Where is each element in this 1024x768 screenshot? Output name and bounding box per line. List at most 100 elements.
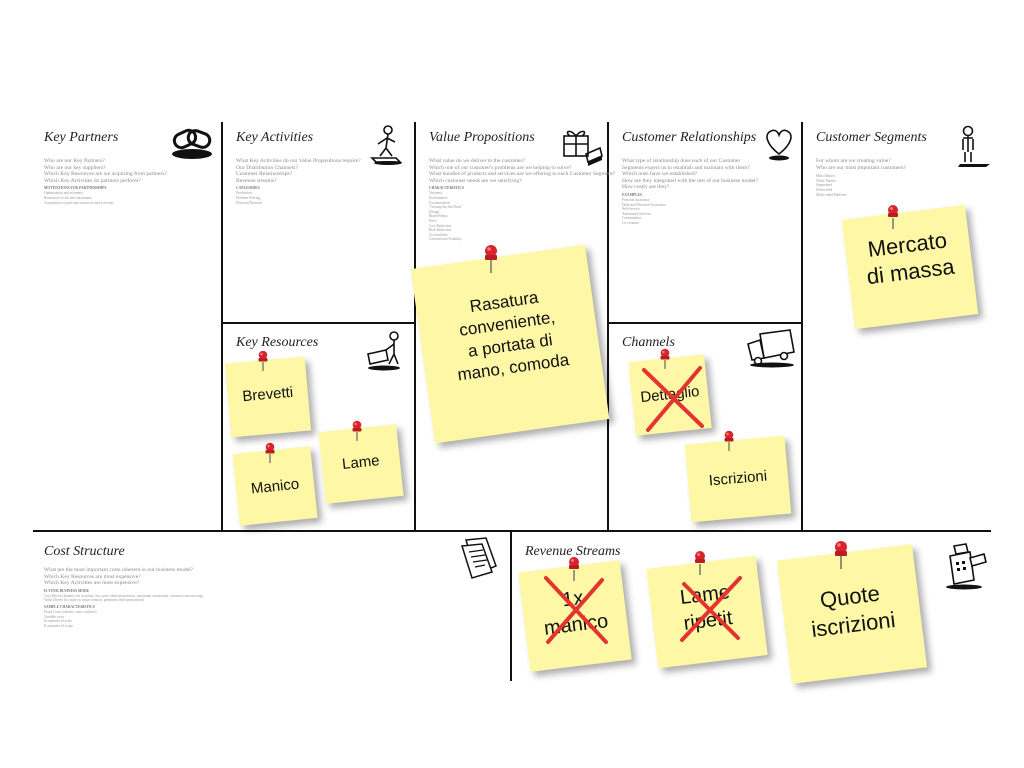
block-title-key-resources: Key Resources bbox=[236, 335, 319, 350]
question: What bundles of products and services ar… bbox=[429, 171, 615, 178]
question: Customer Relationships? bbox=[236, 171, 293, 178]
block-title-customer-relationships: Customer Relationships bbox=[622, 130, 757, 145]
pushpin-icon bbox=[258, 350, 268, 371]
question: What value do we deliver to the customer… bbox=[429, 158, 525, 164]
example: Customization bbox=[429, 200, 450, 205]
subhead: IS YOUR BUSINESS MORE bbox=[44, 588, 90, 593]
example: Optimization and economy bbox=[44, 191, 84, 196]
example: Accessibility bbox=[429, 232, 448, 237]
subhead: MOTIVATIONS FOR PARTNERSHIPS bbox=[44, 186, 107, 191]
questions-customer-relationships: What type of relationship does each of o… bbox=[622, 158, 758, 226]
example: Fixed Costs (salaries, rents, utilities) bbox=[44, 609, 97, 614]
example: Convenience/Usability bbox=[429, 237, 462, 242]
subhead: SAMPLE CHARACTERISTICS bbox=[44, 604, 95, 609]
heart-icon bbox=[766, 129, 792, 161]
example: Value Driven (focused on value creation,… bbox=[44, 598, 144, 603]
subhead: EXAMPLES bbox=[622, 192, 642, 197]
example: Problem Solving bbox=[236, 195, 261, 200]
block-title-value-propositions: Value Propositions bbox=[429, 130, 535, 145]
price-tag-icon bbox=[461, 537, 497, 579]
question: What type of relationship does each of o… bbox=[622, 158, 741, 164]
example: Acquisition of particular resources and … bbox=[44, 200, 114, 205]
questions-value-propositions: What value do we deliver to the customer… bbox=[429, 158, 615, 242]
question: Which Key Activities do partners perform… bbox=[44, 177, 141, 184]
question: What are the most important costs inhere… bbox=[44, 567, 194, 573]
question: Which customer needs are we satisfying? bbox=[429, 177, 522, 184]
example: Risk Reduction bbox=[429, 228, 452, 233]
grid-line-v2 bbox=[414, 122, 416, 531]
example: Reduction of risk and uncertainty bbox=[44, 195, 93, 200]
sticky-note-iscrizioni[interactable]: Iscrizioni bbox=[684, 435, 792, 523]
example: Brand/Status bbox=[429, 214, 448, 219]
sticky-note-mercato-di-massa[interactable]: Mercato di massa bbox=[841, 204, 979, 330]
gift-icon bbox=[563, 130, 603, 166]
pushpin-icon bbox=[695, 551, 705, 575]
question: Segments expect us to establish and main… bbox=[622, 164, 750, 171]
question: Who are our most important customers? bbox=[816, 164, 906, 171]
pushpin-icon bbox=[352, 420, 362, 441]
grid-line-key-resources-divider bbox=[222, 322, 415, 324]
example: Self-Service bbox=[622, 207, 640, 212]
block-title-channels: Channels bbox=[622, 335, 675, 350]
example: Cost Driven (leanest cost structure, low… bbox=[44, 593, 203, 598]
grid-line-v1 bbox=[221, 122, 223, 531]
example: Newness bbox=[429, 191, 442, 196]
questions-customer-segments: For whom are we creating value? Who are … bbox=[816, 158, 906, 197]
pushpin-icon bbox=[569, 557, 579, 581]
pushpin-icon bbox=[888, 205, 898, 229]
question: Which Key Resources are most expensive? bbox=[44, 573, 141, 580]
person-icon bbox=[958, 125, 990, 167]
example: Economies of scope bbox=[44, 623, 73, 628]
worker-icon bbox=[370, 125, 402, 165]
example: Multi-sided Platform bbox=[816, 192, 847, 197]
grid-line-channels-divider bbox=[608, 322, 802, 324]
example: Diversified bbox=[816, 187, 833, 192]
cross-out-mark bbox=[544, 576, 608, 644]
chain-links-icon bbox=[172, 128, 212, 159]
example: Price bbox=[429, 218, 437, 223]
example: Niche Market bbox=[816, 178, 836, 183]
question: How are they integrated with the rest of… bbox=[622, 177, 759, 184]
question: Which one of our customer's problems are… bbox=[429, 164, 572, 171]
question: What Key Activities do our Value Proposi… bbox=[236, 158, 361, 164]
questions-key-partners: Who are our Key Partners? Who are our ke… bbox=[44, 158, 167, 205]
example: Performance bbox=[429, 195, 448, 200]
questions-cost-structure: What are the most important costs inhere… bbox=[44, 567, 203, 628]
truck-icon bbox=[747, 329, 795, 368]
question: Who are our key suppliers? bbox=[44, 164, 106, 171]
block-title-cost-structure: Cost Structure bbox=[44, 544, 125, 559]
question: Our Distribution Channels? bbox=[236, 164, 298, 171]
grid-line-v3 bbox=[607, 122, 609, 531]
example: Production bbox=[236, 191, 252, 196]
cross-out-mark bbox=[680, 576, 742, 642]
example: Cost Reduction bbox=[429, 223, 452, 228]
pushpin-icon bbox=[835, 541, 847, 569]
example: "Getting the Job Done" bbox=[429, 205, 463, 210]
subhead: CATEGORIES bbox=[236, 186, 260, 191]
sticky-note-quote-iscrizioni[interactable]: Quote iscrizioni bbox=[776, 544, 928, 684]
question: Revenue streams? bbox=[236, 177, 277, 184]
cross-out-mark bbox=[642, 366, 704, 432]
pushpin-icon bbox=[724, 430, 734, 451]
block-title-key-partners: Key Partners bbox=[44, 130, 119, 145]
question: Which Key Resources are we acquiring fro… bbox=[44, 171, 167, 178]
question: For whom are we creating value? bbox=[816, 158, 891, 164]
block-title-revenue-streams: Revenue Streams bbox=[525, 544, 621, 559]
question: Which ones have we established? bbox=[622, 171, 698, 178]
block-title-key-activities: Key Activities bbox=[236, 130, 314, 145]
example: Design bbox=[429, 209, 440, 214]
sticky-note-rasatura[interactable]: Rasatura conveniente, a portata di mano,… bbox=[410, 244, 610, 444]
pushpin-icon bbox=[660, 348, 670, 369]
worker-with-cart-icon bbox=[367, 331, 400, 371]
example: Economies of scale bbox=[44, 619, 72, 624]
pushpin-icon bbox=[265, 442, 275, 463]
example: Variable costs bbox=[44, 614, 65, 619]
question: Which Key Activities are most expensive? bbox=[44, 580, 140, 587]
question: Who are our Key Partners? bbox=[44, 158, 105, 164]
subhead: CHARACTERISTICS bbox=[429, 186, 464, 191]
block-title-customer-segments: Customer Segments bbox=[816, 130, 927, 145]
grid-line-v4 bbox=[801, 122, 803, 531]
example: Co-creation bbox=[622, 220, 639, 225]
questions-key-activities: What Key Activities do our Value Proposi… bbox=[236, 158, 361, 205]
